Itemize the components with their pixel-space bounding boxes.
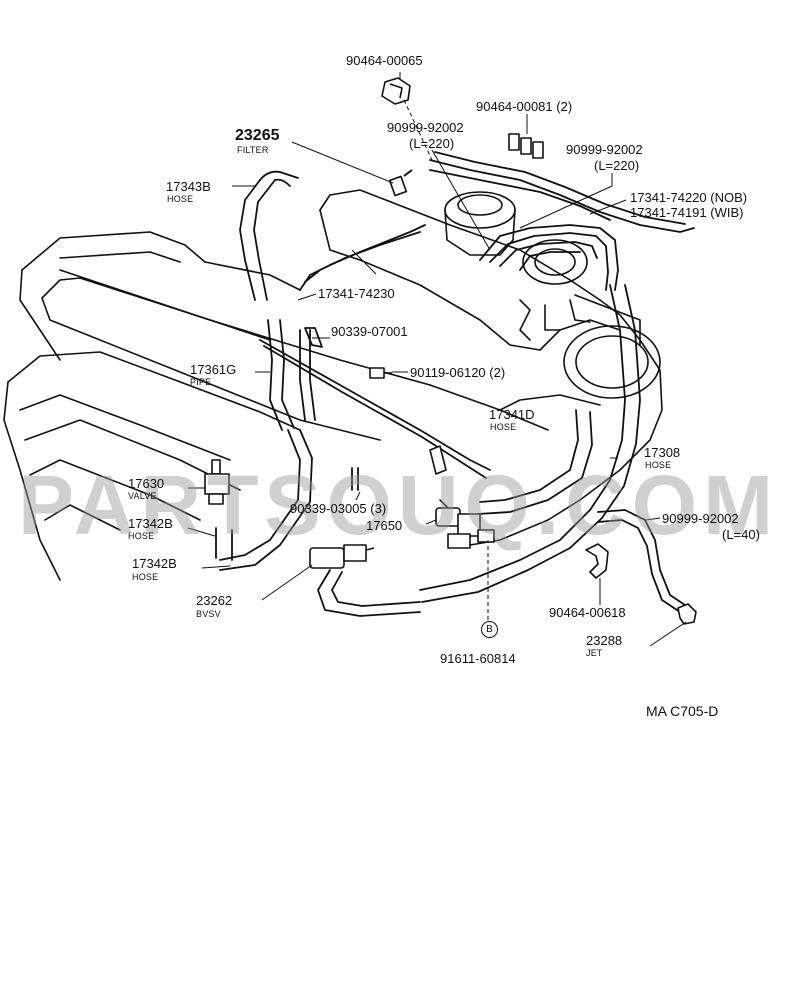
- name-17361g: PIPE: [190, 377, 212, 387]
- quantity: (2): [489, 365, 506, 380]
- label-17341d: 17341D: [489, 407, 535, 422]
- label-17630: 17630: [128, 476, 165, 491]
- label-17361g: 17361G: [190, 362, 237, 377]
- quantity: (2): [556, 99, 573, 114]
- length-90999-92002-c: (L=40): [722, 527, 760, 542]
- label-90999-92002-b: 90999-92002: [566, 142, 643, 157]
- watermark: PARTSOUQ.COM: [18, 458, 780, 552]
- label-91611-60814: 91611-60814: [440, 651, 516, 666]
- clips-90464-00081-icon: [508, 133, 544, 159]
- part-number: 90339-03005: [290, 501, 367, 516]
- jet-23288-icon: [677, 603, 697, 625]
- name-17341d: HOSE: [490, 422, 517, 432]
- label-17341-74220: 17341-74220 (NOB): [630, 191, 747, 204]
- valve-17630-icon: [204, 459, 230, 505]
- leader-lines: [187, 72, 687, 647]
- label-17341-74191: 17341-74191 (WIB): [630, 206, 743, 219]
- length-90999-92002-b: (L=220): [594, 158, 640, 173]
- label-23288: 23288: [586, 633, 623, 648]
- length-90999-92002-a: (L=220): [409, 136, 455, 151]
- label-17308: 17308: [644, 445, 681, 460]
- label-90464-00065: 90464-00065: [346, 53, 423, 68]
- label-90464-00081: 90464-00081 (2): [476, 100, 572, 113]
- name-17342b-a: HOSE: [128, 531, 155, 541]
- label-17342b-b: 17342B: [132, 556, 177, 571]
- label-17342b-a: 17342B: [128, 516, 173, 531]
- part-number: 90464-00081: [476, 99, 553, 114]
- label-90464-00618: 90464-00618: [549, 605, 626, 620]
- label-17341-74230: 17341-74230: [318, 286, 395, 301]
- variant-note: (NOB): [710, 190, 748, 205]
- part-number: 17341-74220: [630, 190, 707, 205]
- label-90999-92002-c: 90999-92002: [662, 511, 739, 526]
- label-23262: 23262: [196, 593, 233, 608]
- name-17343b: HOSE: [167, 194, 194, 204]
- bolt-90119-06120-icon: [369, 367, 392, 379]
- filter-23265-icon: [388, 169, 413, 197]
- label-23265: 23265: [235, 127, 280, 144]
- clip-90464-00065-icon: [381, 77, 411, 105]
- clip-90464-00618-icon: [585, 543, 609, 579]
- engine-outline: [3, 189, 663, 581]
- quantity: (3): [370, 501, 387, 516]
- label-90339-07001: 90339-07001: [331, 324, 408, 339]
- label-90339-03005: 90339-03005 (3): [290, 502, 386, 515]
- name-17630: VALVE: [128, 491, 157, 501]
- label-17650: 17650: [366, 518, 403, 533]
- reference-circle-b: B: [481, 621, 498, 638]
- variant-note: (WIB): [710, 205, 744, 220]
- name-17342b-b: HOSE: [132, 572, 159, 582]
- vsv-17650-icon: [435, 507, 495, 549]
- part-number: 17341-74191: [630, 205, 707, 220]
- bvsv-23262-icon: [309, 544, 375, 569]
- name-23265: FILTER: [237, 145, 269, 155]
- components: [204, 77, 697, 625]
- name-23288: JET: [586, 648, 603, 658]
- name-23262: BVSV: [196, 609, 221, 619]
- name-17308: HOSE: [645, 460, 672, 470]
- label-90999-92002-a: 90999-92002: [387, 120, 464, 135]
- hoses-and-pipes: [215, 151, 695, 617]
- diagram-code: MA C705-D: [646, 703, 719, 719]
- label-17343b: 17343B: [166, 179, 211, 194]
- part-number: 90119-06120: [410, 365, 486, 380]
- label-90119-06120: 90119-06120 (2): [410, 366, 505, 379]
